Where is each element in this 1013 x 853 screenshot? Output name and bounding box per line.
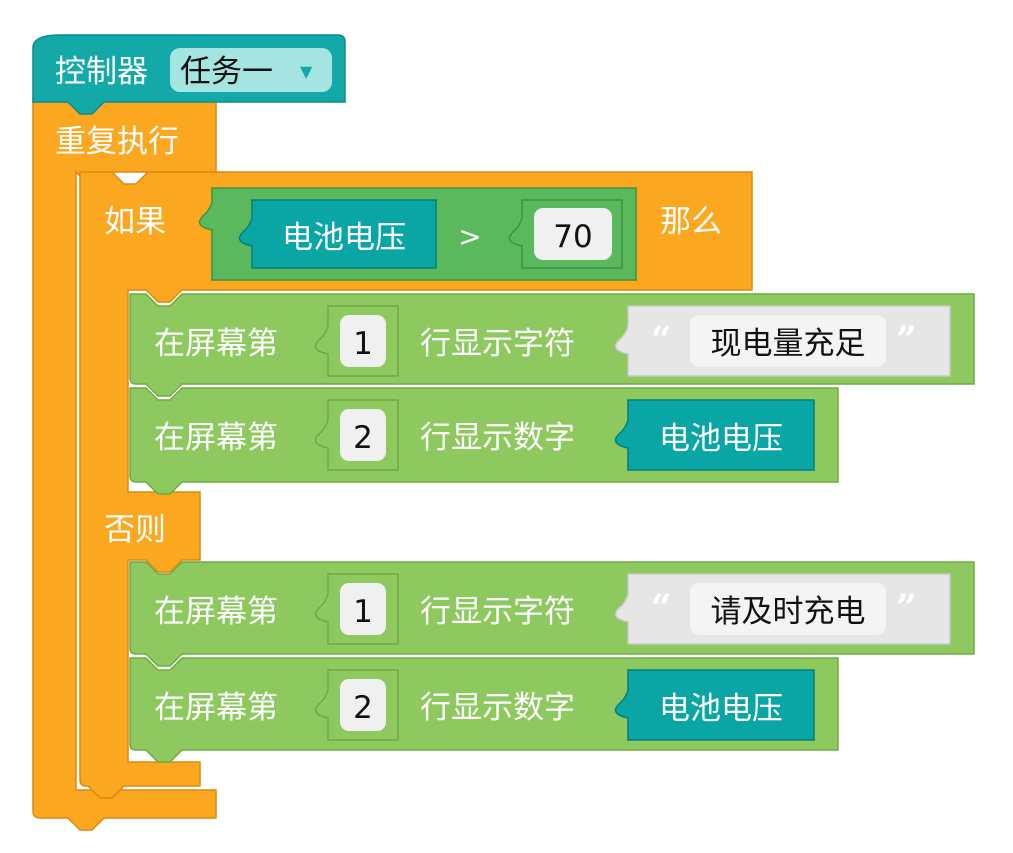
controller-label: 控制器 [55,54,148,90]
open-quote-icon: “ [651,319,672,361]
display-prefix-label: 在屏幕第 [154,690,278,726]
line-number-field[interactable] [340,315,386,367]
display-prefix-label: 在屏幕第 [154,420,278,456]
if-label: 如果 [104,204,166,240]
text-string-value: 现电量充足 [711,326,866,362]
then-statement-1[interactable]: 在屏幕第 1 行显示字符 “ 现电量充足 ” [129,293,975,397]
display-prefix-label: 在屏幕第 [154,594,278,630]
display-middle-label: 行显示数字 [420,420,575,456]
number-value: 70 [553,219,592,255]
close-quote-icon: ” [896,319,917,361]
battery-voltage-variable[interactable] [238,199,437,269]
battery-voltage-variable[interactable] [614,669,815,741]
battery-voltage-label: 电池电压 [659,421,783,457]
then-statement-2[interactable]: 在屏幕第 2 行显示数字 电池电压 [129,387,839,495]
operator-label: > [458,220,481,253]
display-middle-label: 行显示字符 [420,594,575,630]
open-quote-icon: “ [651,587,672,629]
line-number-value: 2 [353,420,373,456]
else-label: 否则 [104,512,166,548]
line-number-value: 1 [353,594,373,630]
battery-voltage-label: 电池电压 [282,220,406,256]
compare-block[interactable]: 电池电压 > 70 [198,187,637,281]
display-middle-label: 行显示数字 [420,690,575,726]
task-dropdown[interactable] [170,48,332,92]
line-number-field[interactable] [340,679,386,731]
controller-block[interactable]: 控制器 任务一 ▼ [32,34,346,115]
text-string-field[interactable] [690,583,886,635]
repeat-forever-label: 重复执行 [55,124,179,160]
line-number-field[interactable] [340,409,386,461]
line-number-value: 2 [353,690,373,726]
line-number-field[interactable] [340,583,386,635]
else-statement-2[interactable]: 在屏幕第 2 行显示数字 电池电压 [129,657,839,763]
then-label: 那么 [660,204,722,240]
repeat-forever-block[interactable]: 重复执行 [32,97,217,831]
else-statement-1[interactable]: 在屏幕第 1 行显示字符 “ 请及时充电 ” [129,561,975,667]
number-field[interactable] [534,208,612,260]
battery-voltage-label: 电池电压 [659,691,783,727]
triangle-down-icon[interactable]: ▼ [300,62,313,81]
if-else-block-body[interactable] [79,171,753,799]
if-else-block[interactable]: 如果 那么 否则 电池电压 > 70 [79,171,753,799]
battery-voltage-variable[interactable] [614,399,815,471]
task-dropdown-value: 任务一 [180,54,273,90]
close-quote-icon: ” [896,587,917,629]
display-prefix-label: 在屏幕第 [154,326,278,362]
text-string-value: 请及时充电 [711,594,866,630]
text-string-field[interactable] [690,315,886,367]
display-middle-label: 行显示字符 [420,326,575,362]
line-number-value: 1 [353,326,373,362]
